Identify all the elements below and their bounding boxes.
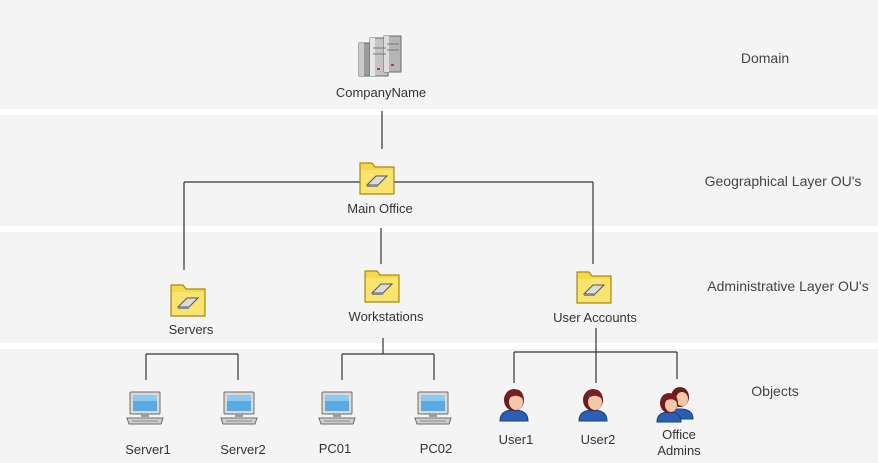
node-label-workstations: Workstations: [348, 309, 424, 324]
folder-ou-icon: [358, 158, 396, 201]
node-label-server2: Server2: [220, 442, 266, 457]
node-label-main-office: Main Office: [347, 201, 413, 216]
node-label-server1: Server1: [125, 442, 171, 457]
computer-icon: [219, 390, 259, 431]
node-label-pc01: PC01: [318, 441, 352, 456]
domain-layer-band: [0, 0, 878, 109]
node-label-pc02: PC02: [419, 441, 453, 456]
office-admins-line-1: Office: [662, 427, 696, 442]
folder-ou-icon: [363, 266, 401, 309]
layer-label-domain: Domain: [740, 50, 790, 66]
node-label-user1: User1: [498, 432, 534, 447]
user-icon: [497, 385, 531, 428]
administrative-layer-band: [0, 232, 878, 343]
node-label-user-accounts: User Accounts: [553, 310, 637, 325]
folder-ou-icon: [575, 267, 613, 310]
user-icon: [576, 385, 610, 428]
computer-icon: [413, 390, 453, 431]
layer-label-objects: Objects: [751, 383, 799, 399]
user-group-icon: [655, 385, 695, 428]
node-label-office-admins: Office Admins: [657, 427, 700, 459]
computer-icon: [317, 390, 357, 431]
node-label-user2: User2: [580, 432, 616, 447]
layer-label-geographical: Geographical Layer OU's: [704, 173, 862, 189]
folder-ou-icon: [169, 280, 207, 323]
computer-icon: [125, 390, 165, 431]
layer-label-administrative: Administrative Layer OU's: [707, 278, 869, 294]
node-label-servers: Servers: [168, 322, 214, 337]
node-label-domain: CompanyName: [335, 85, 427, 100]
geographical-layer-band: [0, 115, 878, 226]
office-admins-line-2: Admins: [657, 443, 701, 458]
server-stack-icon: [356, 34, 404, 85]
